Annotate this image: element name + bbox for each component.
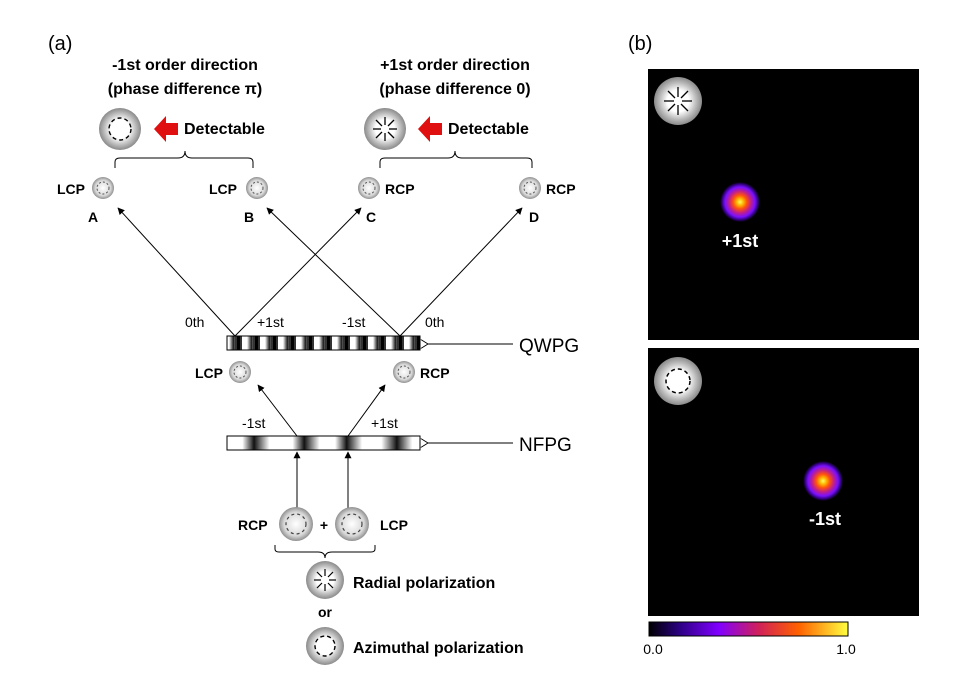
input-rcp-label: RCP — [238, 517, 268, 533]
qwpg-grating — [226, 335, 421, 351]
small-beam-icon — [519, 177, 541, 199]
point-b-label: B — [244, 209, 254, 225]
radial-polarization-icon — [306, 561, 344, 599]
bracket-right — [379, 150, 533, 168]
point-c-label: C — [366, 209, 376, 225]
bottom-spot-label: -1st — [809, 509, 841, 529]
order-arrows-lower — [257, 384, 386, 437]
colorbar — [648, 621, 849, 637]
panel-b-label: (b) — [628, 33, 652, 55]
order-minus1-nfpg: -1st — [242, 415, 265, 431]
nfpg-grating — [226, 435, 421, 451]
bracket-input — [274, 545, 376, 559]
intensity-spot-top — [720, 182, 760, 222]
order-0th-right: 0th — [425, 314, 444, 330]
mid-lcp-label: LCP — [195, 365, 223, 381]
radial-beam-icon — [364, 108, 406, 150]
input-rcp-beam-icon — [279, 507, 313, 541]
qwpg-label: QWPG — [519, 336, 579, 357]
top-spot-label: +1st — [722, 231, 759, 251]
order-plus1-nfpg: +1st — [371, 415, 398, 431]
small-beam-icon — [358, 177, 380, 199]
radial-polarization-label: Radial polarization — [353, 575, 495, 592]
order-arrows-upper — [117, 207, 523, 337]
bracket-left — [114, 150, 254, 168]
minus-order-heading-line2: (phase difference π) — [108, 81, 263, 98]
detectable-label-left: Detectable — [184, 121, 265, 138]
minus-order-heading-line1: -1st order direction — [112, 57, 258, 74]
input-lcp-label: LCP — [380, 517, 408, 533]
lcp-label-a: LCP — [57, 181, 85, 197]
detectable-label-right: Detectable — [448, 121, 529, 138]
lcp-label-b: LCP — [209, 181, 237, 197]
rcp-label-c: RCP — [385, 181, 415, 197]
small-beam-icon — [246, 177, 268, 199]
or-label: or — [318, 604, 333, 620]
order-plus1-left: +1st — [257, 314, 284, 330]
order-0th-left: 0th — [185, 314, 204, 330]
azimuthal-polarization-icon — [306, 627, 344, 665]
colorbar-max-label: 1.0 — [836, 641, 856, 657]
red-arrow-icon — [154, 116, 178, 142]
plus-sign: + — [320, 517, 328, 533]
nfpg-label: NFPG — [519, 435, 572, 456]
colorbar-min-label: 0.0 — [643, 641, 663, 657]
azimuthal-polarization-label: Azimuthal polarization — [353, 640, 524, 657]
order-minus1-right: -1st — [342, 314, 365, 330]
point-a-label: A — [88, 209, 98, 225]
input-arrows — [293, 451, 352, 508]
intensity-spot-bottom — [803, 461, 843, 501]
input-lcp-beam-icon — [335, 507, 369, 541]
small-beam-icon — [229, 361, 251, 383]
small-beam-icon — [92, 177, 114, 199]
plus-order-heading-line2: (phase difference 0) — [379, 81, 530, 98]
rcp-label-d: RCP — [546, 181, 576, 197]
plus-order-heading-line1: +1st order direction — [380, 57, 530, 74]
panel-a-label: (a) — [48, 33, 72, 55]
red-arrow-icon — [418, 116, 442, 142]
mid-rcp-label: RCP — [420, 365, 450, 381]
point-d-label: D — [529, 209, 539, 225]
small-beam-icon — [393, 361, 415, 383]
radial-inset-icon — [654, 77, 702, 125]
azimuthal-beam-icon — [99, 108, 141, 150]
azimuthal-inset-icon — [654, 357, 702, 405]
